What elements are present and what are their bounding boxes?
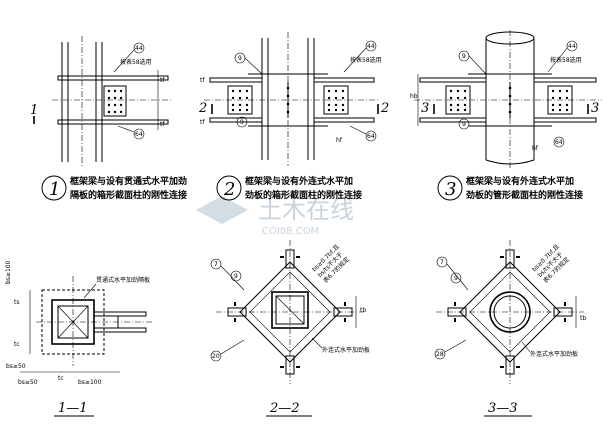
cut-mark-1: 1 <box>30 103 38 118</box>
svg-text:44: 44 <box>367 43 375 50</box>
caption-3-line-1: 框架梁与设有外连式水平加 <box>466 175 574 187</box>
caption-2-line-1: 框架梁与设有外连式水平加 <box>245 175 353 187</box>
svg-text:9: 9 <box>238 55 242 62</box>
callout-bubble-icon <box>553 136 565 148</box>
callout-bubble-icon <box>365 130 377 142</box>
callout-bubble-icon <box>133 42 145 54</box>
watermark-brand: 土木在线 <box>258 196 354 224</box>
detail-1-elevation: 44 按表58选用 64 tf tf 1 <box>30 36 172 168</box>
section-title-1-1: 1—1 <box>58 401 88 416</box>
svg-text:9: 9 <box>454 275 458 282</box>
caption-1-line-2: 隔板的箱形截面柱的刚性连接 <box>70 189 187 201</box>
svg-text:tf: tf <box>200 119 205 126</box>
svg-text:2: 2 <box>223 179 235 200</box>
detail-number-circle-icon <box>437 175 463 201</box>
svg-text:tb: tb <box>360 307 366 314</box>
detail-number-circle-icon <box>41 175 67 201</box>
cut-mark-2-right: 2 <box>380 101 389 116</box>
svg-text:64: 64 <box>135 131 143 138</box>
cut-mark-3-right: 3 <box>591 101 599 116</box>
svg-text:44: 44 <box>135 45 143 52</box>
watermark: 土木在线 COI88.COM <box>196 196 354 237</box>
bolt-group <box>231 89 249 112</box>
svg-text:64: 64 <box>555 139 563 146</box>
svg-text:tf: tf <box>160 77 165 84</box>
dim-bs100-vertical: bs≥100 <box>5 260 12 284</box>
svg-text:1: 1 <box>49 179 60 200</box>
svg-text:tc: tc <box>58 375 64 382</box>
callout-bubble-icon <box>230 270 242 282</box>
caption-2: 2 框架梁与设有外连式水平加 劲板的箱形截面柱的刚性连接 <box>216 175 362 201</box>
cut-mark-3-left: 3 <box>421 101 429 116</box>
bolt-group <box>234 256 346 368</box>
caption-1-line-1: 框架梁与设有贯通式水平加劲 <box>70 175 187 187</box>
watermark-logo-icon <box>196 196 248 224</box>
svg-text:9: 9 <box>234 273 238 280</box>
svg-text:hf: hf <box>532 145 539 152</box>
svg-text:44: 44 <box>568 43 576 50</box>
svg-text:7: 7 <box>440 259 444 266</box>
note-58: 按表58选用 <box>120 58 152 66</box>
section-2-2: 7 9 20 bs≥0.7bf,且 bs/ts不大于 表6.7的规定 tb 外连… <box>210 240 370 417</box>
note-58: 按表58选用 <box>350 56 382 64</box>
bolt-group <box>449 89 467 112</box>
detail-3-elevation: 9 44 按表58选用 9 64 hf hb 3 3 <box>410 30 602 168</box>
callout-bubble-icon <box>566 40 578 52</box>
svg-text:64: 64 <box>367 133 375 140</box>
svg-text:20: 20 <box>212 353 220 360</box>
svg-text:28: 28 <box>436 351 444 358</box>
dim-bs50: bs≥50 <box>6 363 26 370</box>
svg-text:hb: hb <box>410 93 418 100</box>
callout-bubble-icon <box>236 116 248 128</box>
dim-bs50-bottom: bs≥50 <box>18 379 38 386</box>
through-plate-label: 贯通式水平加劲隔板 <box>96 276 150 284</box>
bolt-group <box>551 89 569 112</box>
bolt-group <box>454 256 566 368</box>
callout-bubble-icon <box>210 350 222 362</box>
caption-3-line-2: 劲板的管形截面柱的刚性连接 <box>466 189 583 201</box>
callout-bubble-icon <box>458 118 470 130</box>
svg-text:tf: tf <box>200 77 205 84</box>
svg-text:9: 9 <box>462 121 466 128</box>
caption-1: 1 框架梁与设有贯通式水平加劲 隔板的箱形截面柱的刚性连接 <box>41 175 187 201</box>
svg-text:9: 9 <box>462 53 466 60</box>
dim-bs100-bottom: bs≥100 <box>78 379 102 386</box>
detail-number-circle-icon <box>216 175 242 201</box>
note-58: 按表58选用 <box>550 56 582 64</box>
section-title-2-2: 2—2 <box>269 401 300 416</box>
section-3-3: 7 9 28 bs≥0.7bf,且 bs/ts不大于 表6.7的规定 tb 外连… <box>434 240 586 417</box>
svg-text:tc: tc <box>14 341 20 348</box>
bolt-group <box>327 89 345 112</box>
svg-text:hf: hf <box>336 137 343 144</box>
svg-text:tb: tb <box>580 315 586 322</box>
section-title-3-3: 3—3 <box>488 401 518 416</box>
bolt-group <box>107 89 123 114</box>
svg-text:3: 3 <box>445 179 456 200</box>
svg-text:tf: tf <box>160 121 165 128</box>
svg-text:7: 7 <box>214 261 218 268</box>
outer-plate-label-2: 外连式水平加劲板 <box>322 346 370 354</box>
callout-bubble-icon <box>133 128 145 140</box>
svg-text:9: 9 <box>240 119 244 126</box>
callout-bubble-icon <box>450 272 462 284</box>
detail-2-elevation: 9 44 按表58选用 9 64 hf tf tf 2 2 <box>198 32 389 166</box>
cut-mark-2-left: 2 <box>198 101 207 116</box>
callout-bubble-icon <box>210 258 222 270</box>
watermark-site: COI88.COM <box>262 226 319 237</box>
caption-2-line-2: 劲板的箱形截面柱的刚性连接 <box>245 189 362 201</box>
svg-text:ts: ts <box>14 299 19 306</box>
section-1-1: 贯通式水平加劲隔板 bs≥100 ts tc bs≥50 tc bs≥50 bs… <box>5 260 152 417</box>
callout-bubble-icon <box>436 256 448 268</box>
callout-bubble-icon <box>434 348 446 360</box>
caption-3: 3 框架梁与设有外连式水平加 劲板的管形截面柱的刚性连接 <box>437 175 583 201</box>
outer-plate-label-3: 外连式水平加劲板 <box>530 350 578 358</box>
callout-bubble-icon <box>365 40 377 52</box>
